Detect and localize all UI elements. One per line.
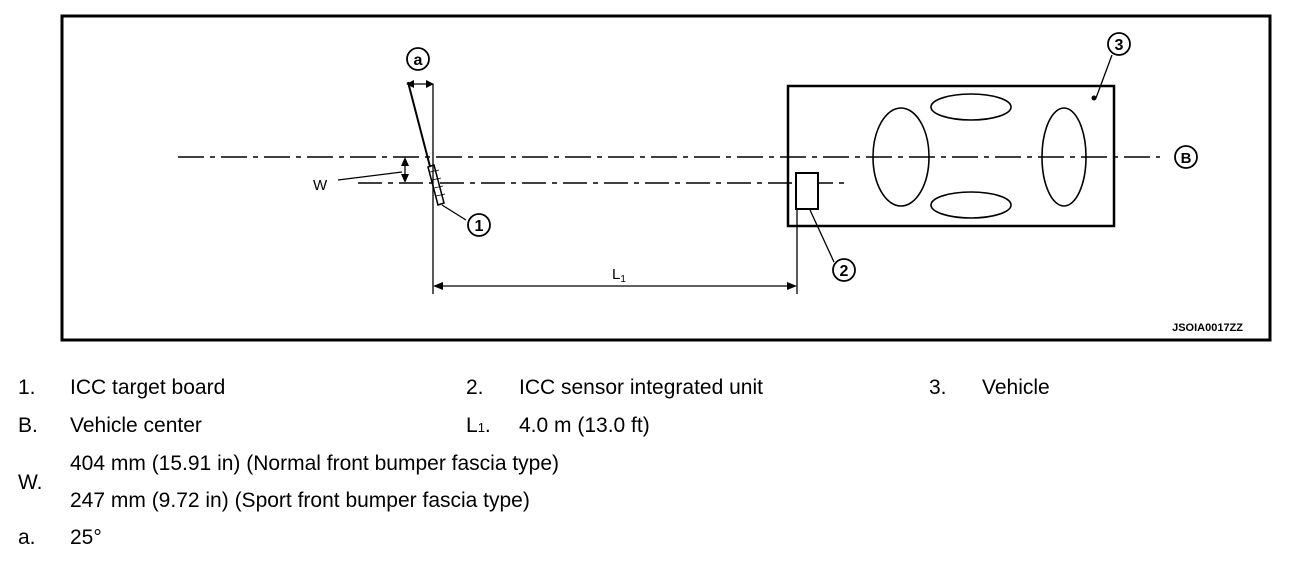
vehicle-ellipse-right	[1041, 107, 1087, 207]
legend-text-1: ICC target board	[70, 376, 226, 399]
callout-a	[406, 47, 430, 71]
vehicle-outline	[786, 84, 1116, 228]
callout-1	[467, 213, 491, 237]
callout-a-text: a	[414, 52, 423, 69]
vehicle-ellipse-top	[930, 93, 1012, 121]
callout-3-dot	[1091, 95, 1097, 101]
vehicle-ellipse-bottom	[930, 191, 1012, 219]
legend-key-3: 3.	[929, 376, 947, 399]
diagram-frame	[60, 14, 1272, 342]
figure-code: JSOIA0017ZZ	[1172, 322, 1243, 334]
w-arrow-down	[401, 174, 409, 183]
callout-b-text: B	[1181, 150, 1192, 167]
legend-key-2: 2.	[466, 376, 484, 399]
legend-key-l1: L1.	[466, 414, 491, 437]
icc-sensor-unit	[795, 172, 819, 210]
w-arrow-up	[401, 157, 409, 166]
l1-arrow-left	[433, 282, 443, 290]
legend-text-a: 25°	[70, 526, 102, 549]
callout-3-leader	[1095, 54, 1113, 99]
legend-key-a: a.	[18, 526, 36, 549]
callout-2-leader	[809, 209, 835, 263]
l1-arrow-right	[787, 282, 797, 290]
callout-1-text: 1	[475, 218, 484, 235]
legend-key-w: W.	[18, 471, 43, 494]
callout-2-text: 2	[840, 263, 849, 280]
w-leader	[337, 171, 403, 181]
angle-a-arrowhead-left	[406, 80, 414, 88]
diagram: W a 1 L1 2 3 B JSOIA0017ZZ	[60, 14, 1272, 342]
legend-key-1: 1.	[18, 376, 36, 399]
legend-text-w-normal: 404 mm (15.91 in) (Normal front bumper f…	[70, 452, 560, 475]
l1-label: L1	[612, 266, 626, 285]
target-board-hatch	[435, 193, 446, 197]
legend: 1. ICC target board 2. ICC sensor integr…	[0, 360, 1312, 560]
callout-1-leader	[441, 204, 467, 221]
angle-a-arrowhead-right	[426, 80, 434, 88]
target-board-hatch	[429, 169, 440, 173]
callout-b	[1174, 145, 1198, 169]
w-label: W	[313, 177, 328, 194]
legend-text-3: Vehicle	[982, 376, 1050, 399]
legend-text-2: ICC sensor integrated unit	[519, 376, 763, 399]
legend-key-b: B.	[18, 414, 38, 437]
target-board-hatch	[433, 185, 444, 189]
legend-text-l1: 4.0 m (13.0 ft)	[519, 414, 650, 437]
callout-3-text: 3	[1115, 37, 1124, 54]
callout-3	[1107, 32, 1131, 56]
legend-text-w-sport: 247 mm (9.72 in) (Sport front bumper fas…	[70, 489, 530, 512]
legend-text-b: Vehicle center	[70, 414, 202, 437]
vehicle-ellipse-left	[872, 107, 930, 207]
callout-2	[832, 258, 856, 282]
